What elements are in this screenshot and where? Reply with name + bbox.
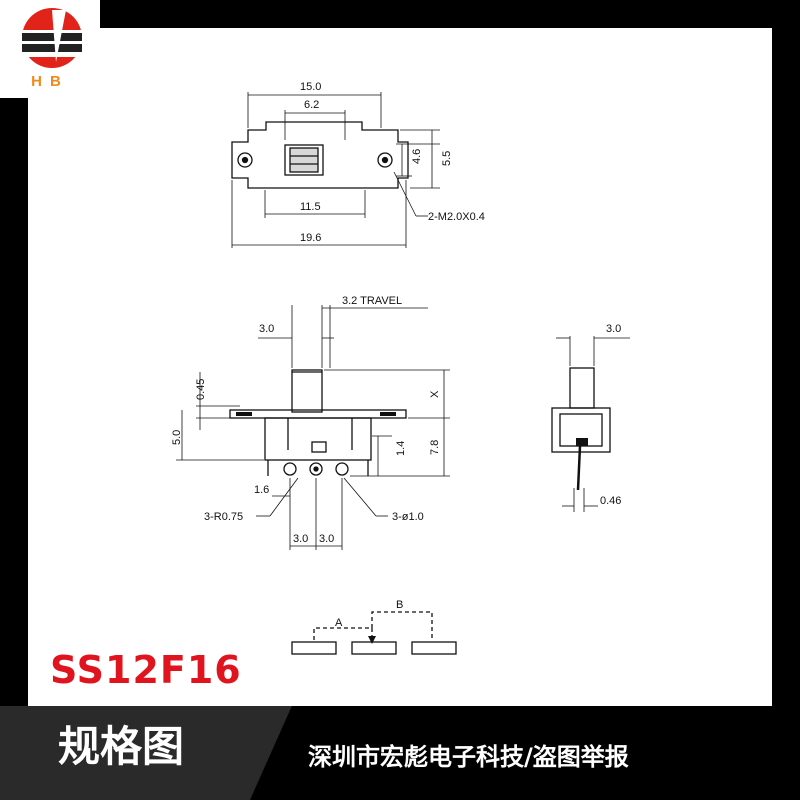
dim-overall-top: 15.0 — [300, 81, 321, 93]
mounting-hole-right — [377, 152, 393, 168]
dim-total-height: 7.8 — [429, 440, 441, 455]
dim-terminal-length: 1.4 — [395, 441, 407, 456]
front-body — [264, 417, 372, 461]
model-number: SS12F16 — [50, 648, 242, 692]
dim-flange: 0.45 — [195, 379, 207, 400]
dim-x: X — [429, 390, 441, 398]
dim-body-height: 5.0 — [171, 430, 183, 445]
dim-knob-width: 3.0 — [259, 323, 274, 335]
contact-center — [351, 641, 397, 655]
dim-hole-spacing: 11.5 — [300, 201, 321, 213]
hole-callout: 2-M2.0X0.4 — [428, 211, 485, 223]
top-view-actuator — [289, 147, 319, 173]
terminal-center — [309, 462, 323, 476]
dim-pitch-1: 3.0 — [293, 533, 308, 545]
logo-text: HB — [31, 73, 69, 90]
dim-height-outer: 5.5 — [441, 151, 453, 166]
footer-left-panel — [0, 706, 300, 800]
dim-travel: 3.2 TRAVEL — [342, 295, 402, 307]
dim-height-inner: 4.6 — [411, 149, 423, 164]
hole-callout-front: 3-ø1.0 — [392, 511, 424, 523]
footer-company: 深圳市宏彪电子科技/盗图举报 — [308, 743, 629, 771]
footer-right-panel — [300, 706, 800, 800]
terminal-left — [283, 462, 297, 476]
dim-pin-thickness: 0.46 — [600, 495, 621, 507]
dim-pitch-2: 3.0 — [319, 533, 334, 545]
footer-title: 规格图 — [58, 722, 185, 771]
top-view-plate — [231, 121, 409, 189]
top-view-slot — [284, 144, 324, 176]
contact-left — [291, 641, 337, 655]
dim-side-knob: 3.0 — [606, 323, 621, 335]
front-view: 3.2 TRAVEL 3.0 0.45 5.0 X 7.8 1.4 1.6 3-… — [171, 295, 450, 550]
schematic-label-b: B — [396, 599, 403, 611]
side-body — [551, 407, 611, 453]
dim-slot: 6.2 — [304, 99, 319, 111]
switch-schematic: A B — [291, 599, 457, 655]
side-knob — [569, 367, 595, 409]
schematic-label-a: A — [335, 617, 343, 629]
front-flange — [229, 409, 407, 419]
dim-overall-bottom: 19.6 — [300, 232, 321, 244]
mounting-hole-left — [237, 152, 253, 168]
radius-callout: 3-R0.75 — [204, 511, 243, 523]
logo-mark-icon — [20, 8, 84, 68]
front-knob — [291, 369, 323, 413]
top-view: 15.0 6.2 4.6 5.5 11.5 19.6 2-M2.0X0.4 — [231, 81, 485, 248]
side-view: 3.0 0.46 — [551, 323, 630, 512]
contact-right — [411, 641, 457, 655]
company-logo: HB — [0, 0, 100, 98]
dim-terminal-offset: 1.6 — [254, 484, 269, 496]
terminal-right — [335, 462, 349, 476]
